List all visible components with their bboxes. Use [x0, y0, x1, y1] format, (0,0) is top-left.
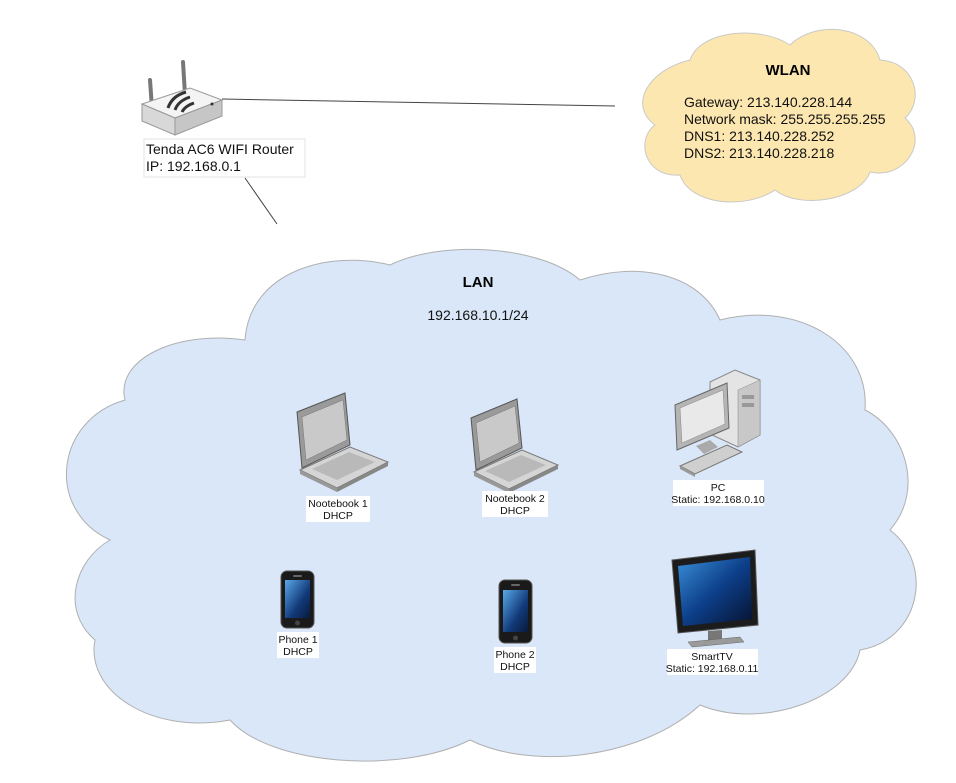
device-label-name: SmartTV — [691, 651, 732, 663]
device-notebook-1: Nootebook 1 DHCP — [296, 392, 390, 522]
router-icon — [140, 60, 224, 136]
laptop-icon — [470, 398, 560, 493]
tv-icon — [671, 549, 759, 648]
wlan-cloud: WLAN Gateway: 213.140.228.144 Network ma… — [642, 28, 916, 203]
device-phone-2: Phone 2 DHCP — [494, 579, 536, 673]
wlan-gateway: Gateway: 213.140.228.144 — [684, 94, 852, 110]
device-label-addr: DHCP — [323, 510, 353, 522]
device-label-name: Phone 1 — [278, 634, 317, 646]
device-label-name: Nootebook 1 — [308, 498, 368, 510]
lan-subnet: 192.168.10.1/24 — [427, 307, 528, 323]
wlan-cloud-shape — [642, 28, 916, 203]
device-label-addr: DHCP — [283, 646, 313, 658]
smartphone-icon — [498, 579, 533, 644]
device-smarttv: SmartTV Static: 192.168.0.11 — [666, 549, 759, 675]
device-label-name: PC — [711, 482, 726, 494]
lan-title: LAN — [463, 274, 494, 291]
smartphone-icon — [280, 570, 315, 629]
wlan-dns1: DNS1: 213.140.228.252 — [684, 128, 834, 144]
device-label-addr: Static: 192.168.0.11 — [666, 663, 759, 675]
device-pc: PC Static: 192.168.0.10 — [671, 369, 765, 506]
device-notebook-2: Nootebook 2 DHCP — [470, 398, 560, 517]
device-label-addr: DHCP — [500, 505, 530, 517]
device-label-name: Nootebook 2 — [485, 493, 545, 505]
device-label-name: Phone 2 — [495, 649, 534, 661]
router-name: Tenda AC6 WIFI Router — [146, 141, 294, 157]
laptop-icon — [296, 392, 390, 492]
desktop-pc-icon — [674, 369, 761, 477]
device-phone-1: Phone 1 DHCP — [277, 570, 319, 658]
wlan-netmask: Network mask: 255.255.255.255 — [684, 111, 886, 127]
wlan-title: WLAN — [766, 62, 811, 79]
router-wlan-link — [221, 98, 616, 107]
device-label-addr: DHCP — [500, 661, 530, 673]
wlan-dns2: DNS2: 213.140.228.218 — [684, 145, 834, 161]
router-lan-link — [244, 177, 278, 225]
router: Tenda AC6 WIFI Router IP: 192.168.0.1 — [140, 60, 306, 178]
router-ip: IP: 192.168.0.1 — [146, 158, 241, 174]
device-label-addr: Static: 192.168.0.10 — [671, 494, 765, 506]
